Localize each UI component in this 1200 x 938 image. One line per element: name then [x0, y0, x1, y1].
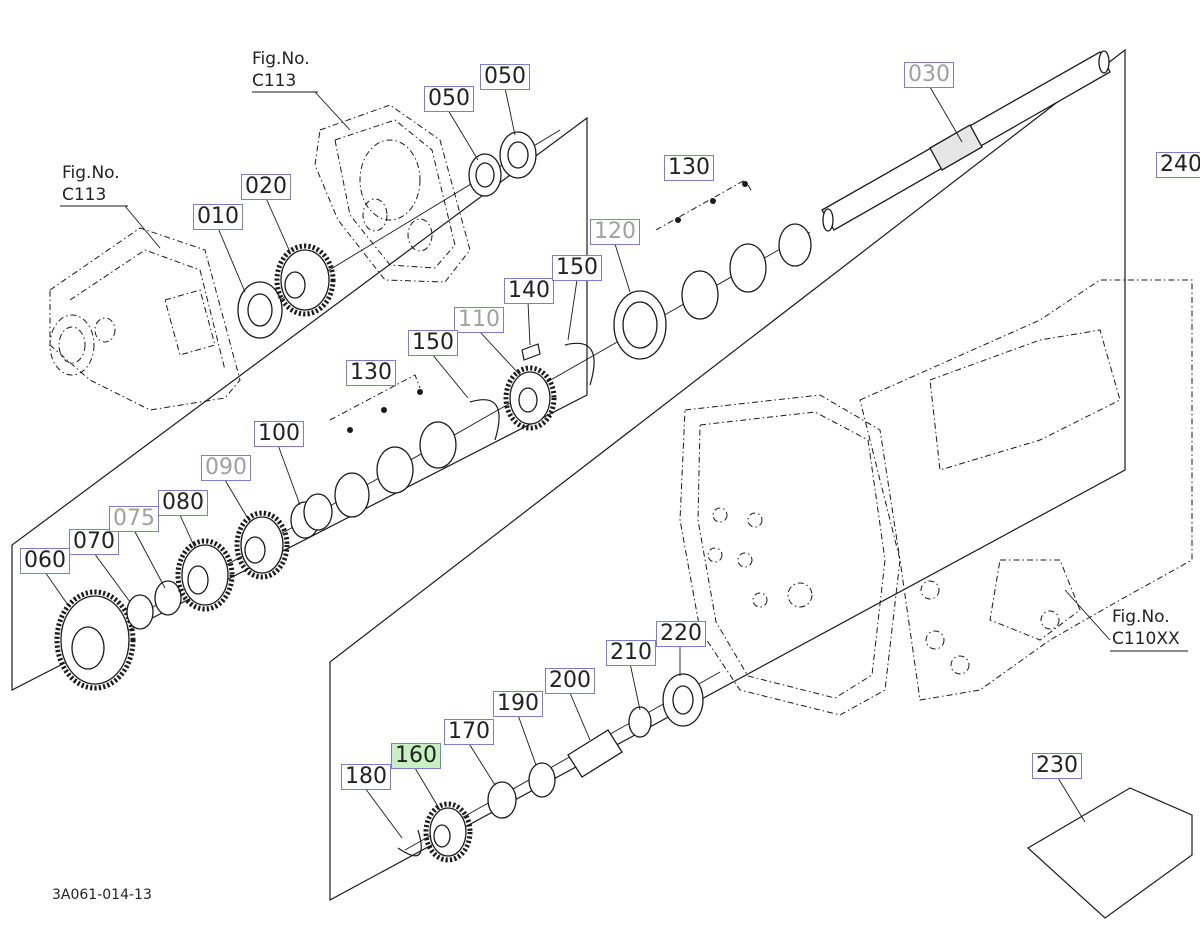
- circlip-180: [397, 829, 422, 857]
- callout-030[interactable]: 030: [904, 62, 954, 88]
- ring-075: [154, 580, 182, 616]
- synchro-ring-130-d: [681, 270, 719, 320]
- callout-100[interactable]: 100: [254, 421, 304, 447]
- circlip-150-b: [564, 342, 595, 386]
- set-brackets: [329, 179, 753, 433]
- synchro-ring-130-e: [729, 243, 767, 293]
- callout-050-a[interactable]: 050: [424, 86, 474, 112]
- callout-200[interactable]: 200: [545, 668, 595, 694]
- callout-010[interactable]: 010: [193, 204, 243, 230]
- callout-210[interactable]: 210: [606, 640, 656, 666]
- figure-ref-number: C113: [252, 71, 297, 91]
- callout-130-a[interactable]: 130: [346, 360, 396, 386]
- shaft-030: [821, 50, 1111, 232]
- callout-190[interactable]: 190: [493, 691, 543, 717]
- callout-180[interactable]: 180: [341, 764, 391, 790]
- callout-220[interactable]: 220: [656, 621, 706, 647]
- callout-080[interactable]: 080: [158, 490, 208, 516]
- callout-130-b[interactable]: 130: [664, 155, 714, 181]
- callout-120[interactable]: 120: [590, 219, 640, 245]
- figure-ref-number: C110XX: [1112, 629, 1180, 649]
- synchro-ring-130-a: [334, 472, 370, 518]
- synchro-ring-130-c: [419, 421, 457, 469]
- needle-bearing-100: [290, 493, 333, 539]
- bearing-010: [237, 281, 283, 339]
- sleeve-120: [613, 290, 667, 360]
- callout-150-a[interactable]: 150: [408, 330, 458, 356]
- needle-bearing-170: [487, 781, 517, 819]
- bearing-050-large: [499, 131, 537, 179]
- synchro-ring-130-f: [778, 223, 812, 267]
- callout-075[interactable]: 075: [109, 506, 159, 532]
- callout-020[interactable]: 020: [241, 174, 291, 200]
- ring-070: [126, 594, 154, 630]
- callout-140[interactable]: 140: [504, 278, 554, 304]
- figure-ref-top[interactable]: Fig.No. C113: [252, 48, 310, 92]
- callout-150-b[interactable]: 150: [552, 255, 602, 281]
- gear-060: [54, 589, 136, 691]
- gear-020: [274, 243, 336, 317]
- hub-110: [503, 365, 557, 431]
- drawing-number: 3A061-014-13: [52, 887, 152, 903]
- bearing-050-small: [468, 153, 502, 197]
- top-housing: [314, 104, 471, 283]
- gear-080: [175, 538, 235, 612]
- callout-110[interactable]: 110: [454, 307, 504, 333]
- gear-160: [423, 801, 473, 863]
- synchro-ring-130-b: [376, 446, 414, 494]
- ring-210: [628, 706, 652, 738]
- key-140: [521, 343, 541, 361]
- callout-240[interactable]: 240: [1156, 152, 1200, 178]
- callout-050-b[interactable]: 050: [480, 64, 530, 90]
- bearing-220: [662, 673, 704, 727]
- transmission-case: [679, 279, 1193, 716]
- callout-160-selected[interactable]: 160: [391, 743, 441, 769]
- left-housing: [49, 227, 241, 411]
- circlip-150-a: [469, 399, 500, 441]
- figure-ref-number: C113: [62, 185, 107, 205]
- upper-panel-frame: [11, 116, 588, 691]
- gear-090: [234, 510, 290, 580]
- figure-ref-left[interactable]: Fig.No. C113: [62, 162, 120, 206]
- lower-panel-frame: [329, 48, 1126, 902]
- figure-ref-title: Fig.No.: [1112, 607, 1170, 627]
- figure-ref-title: Fig.No.: [62, 163, 120, 183]
- callout-230[interactable]: 230: [1032, 753, 1082, 779]
- sheet-part-230: [1026, 787, 1193, 919]
- callout-090[interactable]: 090: [201, 455, 251, 481]
- callout-070[interactable]: 070: [69, 529, 119, 555]
- callout-170[interactable]: 170: [444, 719, 494, 745]
- leader-lines: [44, 86, 1188, 839]
- callout-060[interactable]: 060: [20, 548, 70, 574]
- washer-190: [528, 762, 556, 798]
- figure-ref-right[interactable]: Fig.No. C110XX: [1112, 606, 1180, 650]
- collar-200: [567, 729, 623, 778]
- figure-ref-title: Fig.No.: [252, 49, 310, 69]
